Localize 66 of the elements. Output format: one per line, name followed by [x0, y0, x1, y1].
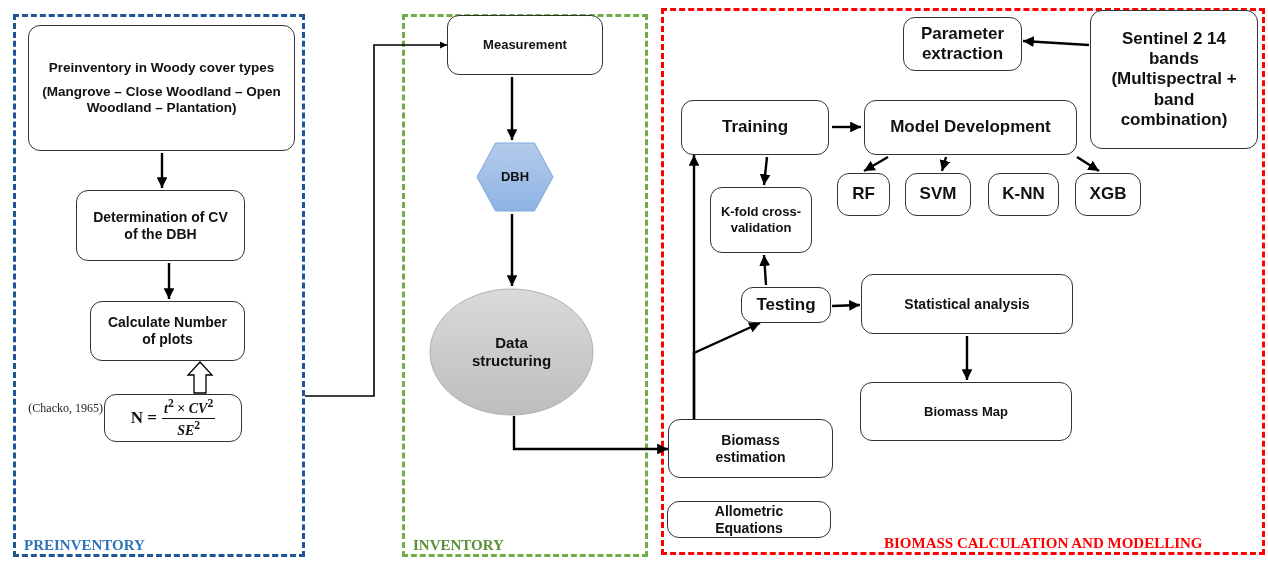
- arrow: [506, 214, 518, 286]
- node-text: Allometric Equations: [713, 502, 785, 537]
- arrow: [512, 416, 668, 455]
- node-text: Data structuring: [470, 334, 553, 370]
- node-text: K-fold cross-validation: [719, 204, 803, 236]
- node-text: Training: [720, 117, 790, 138]
- node-text: Determination of CV of the DBH: [92, 208, 229, 243]
- arrow: [759, 254, 771, 286]
- node-text: Model Development: [889, 117, 1052, 138]
- model-box: [1075, 173, 1141, 216]
- process-box: [860, 382, 1072, 441]
- process-box: [28, 25, 295, 151]
- node-text: Statistical analysis: [903, 295, 1031, 313]
- node-text: K-NN: [1001, 184, 1046, 205]
- node-text: XGB: [1088, 184, 1128, 205]
- node-text: Measurement: [482, 37, 568, 53]
- node-text: Parameter extraction: [919, 23, 1006, 65]
- arrow: [939, 156, 951, 172]
- region-label: BIOMASS CALCULATION AND MODELLING: [884, 535, 1203, 552]
- arrow: [831, 300, 861, 311]
- arrow: [156, 153, 168, 188]
- arrow: [961, 336, 973, 380]
- model-box: [837, 173, 890, 216]
- arrow: [863, 155, 889, 173]
- block-arrow: [186, 361, 214, 394]
- node-text: Sentinel 2 14 bands (Multispectral + band combination): [1110, 28, 1238, 131]
- arrow: [506, 77, 518, 140]
- dashed-region: [13, 14, 305, 557]
- arrow: [304, 41, 448, 397]
- arrow: [163, 263, 175, 299]
- process-box: [76, 190, 245, 261]
- process-ellipse: [429, 288, 594, 416]
- node-text: DBH: [499, 169, 531, 185]
- node-text: Preinventory in Woody cover types: [47, 59, 276, 76]
- arrow: [1022, 36, 1090, 48]
- data-hexagon: [476, 142, 554, 212]
- arrow: [692, 321, 761, 419]
- node-text: Calculate Number of plots: [106, 314, 228, 348]
- process-box: [90, 301, 245, 361]
- node-text: SVM: [918, 184, 958, 205]
- process-box: [710, 187, 812, 253]
- process-box: [447, 15, 603, 75]
- formula-text: N = t$^{2}$ × CV$^{2}$ SE$^{2}$: [130, 397, 216, 439]
- process-box: [861, 274, 1073, 334]
- arrow: [759, 156, 771, 186]
- dashed-region: [661, 8, 1265, 555]
- process-box: [668, 419, 833, 478]
- model-box: [988, 173, 1059, 216]
- process-box: [741, 287, 831, 323]
- node-text: Biomass estimation: [714, 431, 787, 466]
- process-box: [903, 17, 1022, 71]
- arrow: [1076, 156, 1100, 172]
- model-box: [905, 173, 971, 216]
- region-label: INVENTORY: [413, 537, 504, 554]
- arrow: [832, 121, 861, 133]
- node-text: Biomass Map: [923, 403, 1009, 420]
- region-label: PREINVENTORY: [24, 537, 145, 554]
- dashed-region: [402, 14, 648, 557]
- process-box: [681, 100, 829, 155]
- node-text: (Mangrove – Close Woodland – Open Woodland – Plantation): [41, 83, 282, 117]
- process-box: [864, 100, 1077, 155]
- citation-text: (Chacko, 1965): [28, 401, 103, 416]
- process-box: [667, 501, 831, 538]
- node-text: RF: [851, 184, 876, 205]
- data-source-box: [1090, 10, 1258, 149]
- node-text: Testing: [755, 294, 817, 316]
